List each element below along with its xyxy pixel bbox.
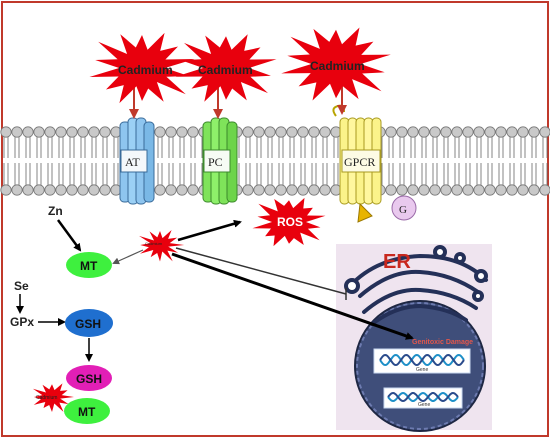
arrow-cadmium-to-ros (177, 219, 242, 242)
gsh-pink-label: GSH (76, 372, 102, 386)
pc-channel: PC (202, 117, 238, 205)
cadmium-burst-gpcr: Cadmium (281, 27, 391, 101)
pc-label: PC (208, 155, 223, 169)
mt-bottom-label: MT (78, 405, 96, 419)
cadmium-burst-cytoplasm: Cadmium (139, 230, 185, 262)
g-protein-label: G (399, 204, 407, 216)
gpcr-receptor: GPCR (332, 104, 382, 223)
cadmium-label-cytoplasm: Cadmium (145, 241, 163, 246)
mt-node-bottom: MT (64, 398, 110, 424)
ros-burst: ROS (252, 197, 326, 247)
ros-label: ROS (277, 215, 303, 229)
at-label: AT (125, 155, 140, 169)
cadmium-label-at: Cadmium (118, 63, 173, 77)
genotoxic-damage-label: Genitoxic Damage (412, 339, 473, 346)
nuclear-pores (356, 302, 484, 430)
arrow-cadmium-to-nucleus (171, 252, 414, 340)
cadmium-burst-pc: Cadmium (175, 34, 277, 102)
er-label: ER (383, 251, 411, 273)
cadmium-burst-at: Cadmium (89, 32, 195, 104)
gene-box-2: Gene (383, 387, 463, 409)
cadmium-label-bottom: Cadmium (36, 395, 57, 401)
gsh-blue-label: GSH (75, 317, 101, 331)
se-label: Se (14, 279, 29, 293)
cadmium-label-pc: Cadmium (198, 63, 253, 77)
cadmium-burst-bottom: Cadmium (32, 383, 74, 412)
gsh-node-pink: GSH (66, 365, 112, 391)
cadmium-label-gpcr: Cadmium (310, 59, 365, 73)
zn-label: Zn (48, 204, 63, 218)
gene-label-1: Gene (416, 367, 428, 373)
arrow-zn-to-mt (56, 219, 82, 252)
at-channel: AT (119, 117, 155, 205)
mt-top-label: MT (80, 259, 98, 273)
arrow-cadmium-to-mt (112, 249, 144, 265)
gpcr-label: GPCR (344, 155, 375, 169)
g-protein: G (391, 195, 417, 221)
gsh-node-blue: GSH (65, 309, 113, 337)
gpx-label: GPx (10, 315, 34, 329)
inhibit-cadmium-to-er (175, 247, 347, 295)
endoplasmic-reticulum (344, 245, 488, 326)
mt-node-top: MT (66, 252, 112, 278)
gene-box-1: Gene (373, 348, 471, 374)
gene-label-2: Gene (418, 402, 430, 408)
